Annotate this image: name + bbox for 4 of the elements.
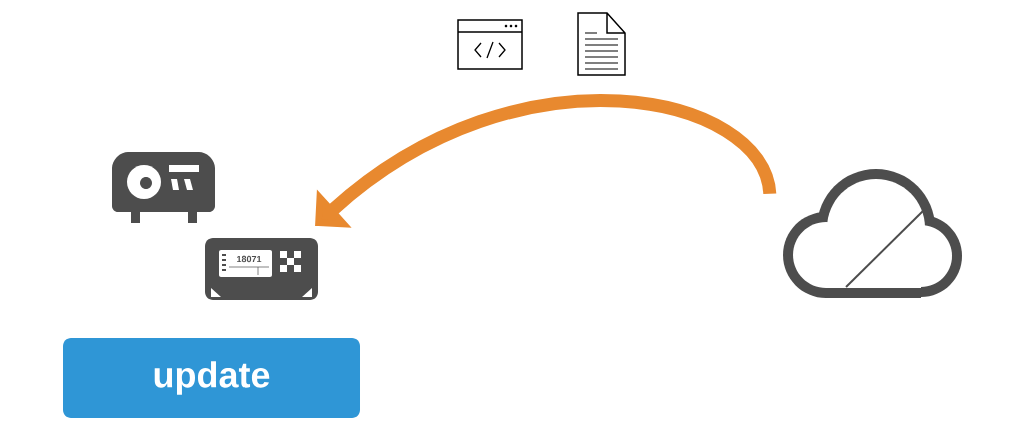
cloud-drawing <box>783 169 962 298</box>
arrow <box>315 94 777 228</box>
update-button: update <box>63 338 360 418</box>
meter-display: 18071 <box>205 238 318 300</box>
